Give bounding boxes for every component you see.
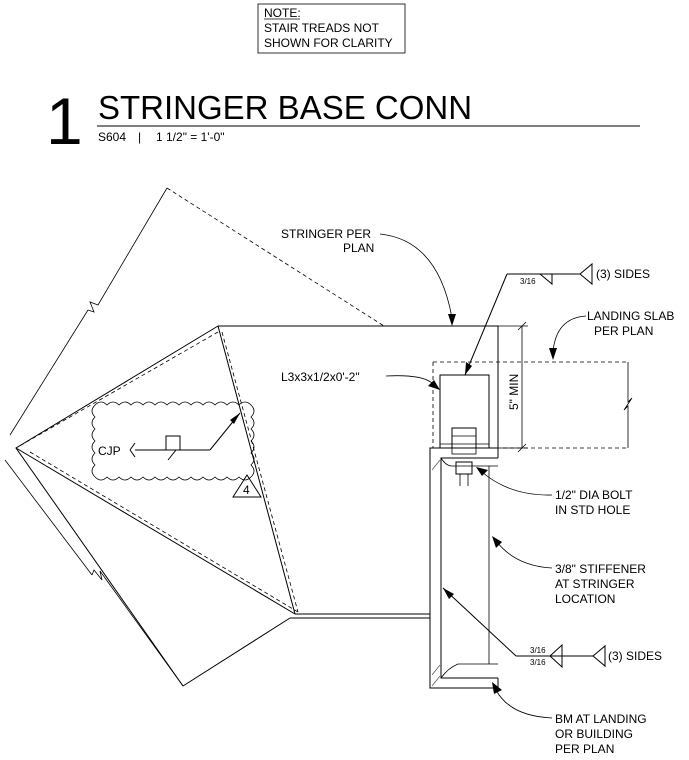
angle-leader: L3x3x1/2x0'-2"	[281, 370, 440, 390]
scale-text: 1 1/2" = 1'-0"	[156, 130, 225, 144]
weld-symbol-bottom: 3/16 3/16 (3) SIDES	[442, 587, 662, 669]
weld-top-sides: (3) SIDES	[596, 267, 650, 281]
beam-channel	[429, 447, 499, 689]
weld-bottom-size-bottom: 3/16	[530, 658, 546, 667]
landing-label-line-1: LANDING SLAB	[587, 309, 674, 323]
stringer-outline	[15, 325, 499, 687]
note-line-2: SHOWN FOR CLARITY	[264, 36, 393, 50]
note-line-1: STAIR TREADS NOT	[264, 21, 380, 35]
landing-slab	[432, 361, 633, 449]
cjp-text: CJP	[98, 444, 121, 458]
stringer-leader: STRINGER PER PLAN	[281, 227, 456, 326]
stiffener-label-line-3: LOCATION	[555, 592, 615, 606]
note-box: NOTE: STAIR TREADS NOT SHOWN FOR CLARITY	[257, 3, 406, 54]
title-separator: |	[138, 130, 141, 144]
detail-reference-number: 4	[243, 483, 250, 497]
beam-label-line-2: OR BUILDING	[555, 727, 633, 741]
detail-title-text: STRINGER BASE CONN	[98, 89, 472, 126]
stringer-hidden-lines	[15, 187, 385, 613]
stiffener-leader: 3/8" STIFFENER AT STRINGER LOCATION	[492, 536, 646, 606]
break-line-left	[4, 187, 184, 687]
stiffener-label-line-1: 3/8" STIFFENER	[555, 562, 646, 576]
stringer-label-line-2: PLAN	[343, 241, 374, 255]
dimension-5in-min-text: 5" MIN	[507, 374, 521, 410]
bolt-label-line-2: IN STD HOLE	[555, 503, 630, 517]
weld-bottom-size-top: 3/16	[530, 646, 546, 655]
angle-clip	[439, 374, 490, 449]
landing-label-line-2: PER PLAN	[594, 324, 653, 338]
bolt-label-line-1: 1/2" DIA BOLT	[555, 488, 633, 502]
beam-label-line-3: PER PLAN	[555, 742, 614, 756]
note-heading: NOTE:	[264, 6, 301, 20]
stringer-label-line-1: STRINGER PER	[281, 227, 371, 241]
cjp-weld-symbol: CJP	[98, 412, 241, 461]
weld-symbol-top: 3/16 (3) SIDES	[464, 262, 650, 376]
revision-cloud	[91, 401, 255, 481]
stiffener-label-line-2: AT STRINGER	[555, 577, 635, 591]
weld-bottom-sides: (3) SIDES	[608, 649, 662, 663]
weld-top-size: 3/16	[520, 277, 536, 286]
angle-label: L3x3x1/2x0'-2"	[281, 370, 360, 384]
detail-title: 1 STRINGER BASE CONN S604 | 1 1/2" = 1'-…	[46, 84, 640, 158]
detail-number: 1	[46, 84, 83, 158]
beam-label-line-1: BM AT LANDING	[555, 712, 647, 726]
beam-leader: BM AT LANDING OR BUILDING PER PLAN	[492, 682, 647, 756]
sheet-number: S604	[98, 130, 126, 144]
dimension-5in-min: 5" MIN	[498, 321, 528, 453]
bolt-leader: 1/2" DIA BOLT IN STD HOLE	[476, 467, 633, 517]
bolt	[451, 427, 477, 486]
landing-leader: LANDING SLAB PER PLAN	[549, 309, 674, 360]
detail-reference-triangle: 4	[232, 474, 262, 498]
